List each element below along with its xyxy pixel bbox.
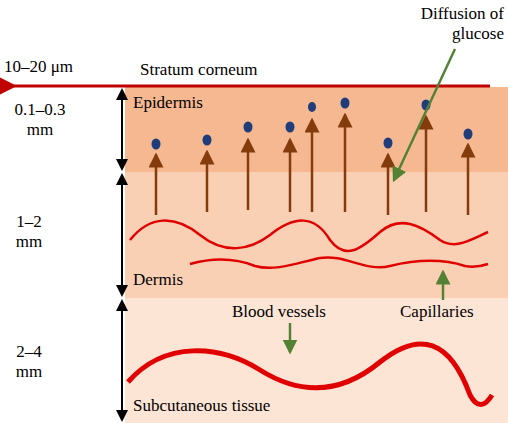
layer-name: Epidermis [133,93,203,113]
part-label: Blood vessels [232,302,362,322]
capillary [190,257,488,267]
depth-arrows [121,90,123,420]
layer-name: Dermis [133,270,183,290]
part-label: Capillaries [400,302,500,322]
thickness-label: 0.1–0.3 mm [4,100,76,140]
epidermis-fill [125,87,508,172]
blood-vessel [128,344,492,405]
layer-name: Subcutaneous tissue [133,396,270,416]
stratum-corneum-line [14,85,490,88]
diffusion-arrows [156,115,468,215]
layer-name: Stratum corneum [140,60,340,80]
skin-layer-band: Dermis [125,172,508,298]
dermis-fill [125,172,508,298]
skin-layer-band: Epidermis [125,87,508,172]
thickness-label: 10–20 μm [4,57,94,77]
annotation: Diffusion of glucose [370,4,504,44]
thickness-label: 2–4 mm [4,342,54,382]
thickness-label: 1–2 mm [4,212,54,252]
subcutaneous-fill [125,298,508,423]
capillary [130,221,488,251]
